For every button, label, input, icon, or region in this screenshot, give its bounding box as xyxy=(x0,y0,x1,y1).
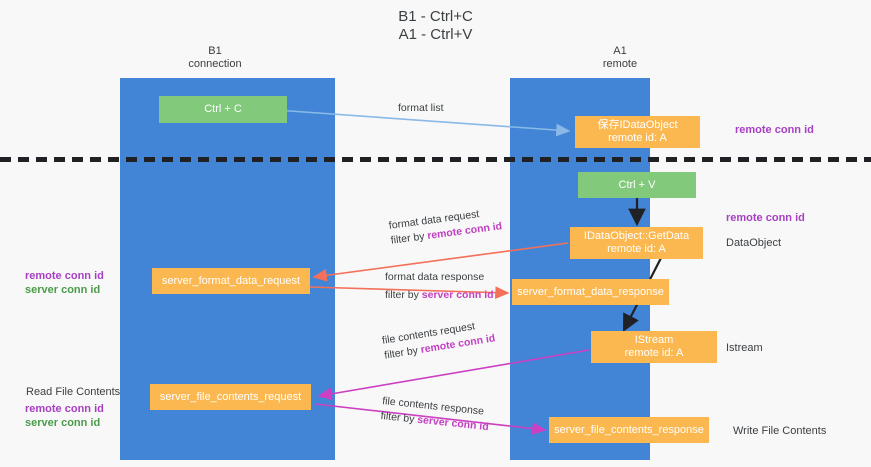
node-server-file-contents-request[interactable]: server_file_contents_request xyxy=(150,384,311,410)
edge-label-format-list: format list xyxy=(398,101,444,116)
diagram-title: B1 - Ctrl+C A1 - Ctrl+V xyxy=(398,8,473,43)
node-save-idataobject[interactable]: 保存IDataObject remote id: A xyxy=(575,116,700,148)
edge-label-file-contents-request: file contents request filter by remote c… xyxy=(381,316,496,363)
node-server-file-contents-response[interactable]: server_file_contents_response xyxy=(549,417,709,443)
filter-prefix: filter by xyxy=(385,289,422,301)
edge-label-format-data-response: format data response filter by server co… xyxy=(385,270,494,303)
edge-label-file-contents-response: file contents response filter by server … xyxy=(380,394,491,435)
phase-divider xyxy=(0,157,871,162)
annotation-istream: Istream xyxy=(726,342,763,354)
filter-prefix: filter by xyxy=(380,409,418,426)
annotation-read-file-contents: Read File Contents xyxy=(26,386,121,398)
filter-key-server-conn-id: server conn id xyxy=(421,289,494,301)
annotation-write-file-contents: Write File Contents xyxy=(733,425,827,437)
edge-label-format-data-response-filter: filter by server conn id xyxy=(385,288,494,303)
annotation-server-conn-id-left-top: server conn id xyxy=(25,284,101,296)
annotation-server-conn-id-left-bottom: server conn id xyxy=(25,417,101,429)
edge-label-format-data-response-title: format data response xyxy=(385,271,485,283)
node-server-format-data-response[interactable]: server_format_data_response xyxy=(512,279,669,305)
edge-label-format-list-text: format list xyxy=(398,102,444,114)
annotation-remote-conn-id-mid: remote conn id xyxy=(726,212,805,224)
node-istream[interactable]: IStream remote id: A xyxy=(591,331,717,363)
annotation-remote-conn-id-top: remote conn id xyxy=(735,124,814,136)
annotation-dataobject: DataObject xyxy=(726,237,782,249)
node-idataobject-getdata[interactable]: IDataObject::GetData remote id: A xyxy=(570,227,703,259)
column-header-a1: A1 remote xyxy=(602,45,638,70)
node-ctrl-v[interactable]: Ctrl + V xyxy=(578,172,696,198)
filter-prefix: filter by xyxy=(390,230,429,247)
annotation-remote-conn-id-left-top: remote conn id xyxy=(25,270,104,282)
node-ctrl-c[interactable]: Ctrl + C xyxy=(159,96,287,123)
annotation-remote-conn-id-left-bottom: remote conn id xyxy=(25,403,104,415)
edge-label-format-data-request: format data request filter by remote con… xyxy=(388,204,503,248)
column-header-b1: B1 connection xyxy=(188,45,242,70)
node-server-format-data-request[interactable]: server_format_data_request xyxy=(152,268,310,294)
